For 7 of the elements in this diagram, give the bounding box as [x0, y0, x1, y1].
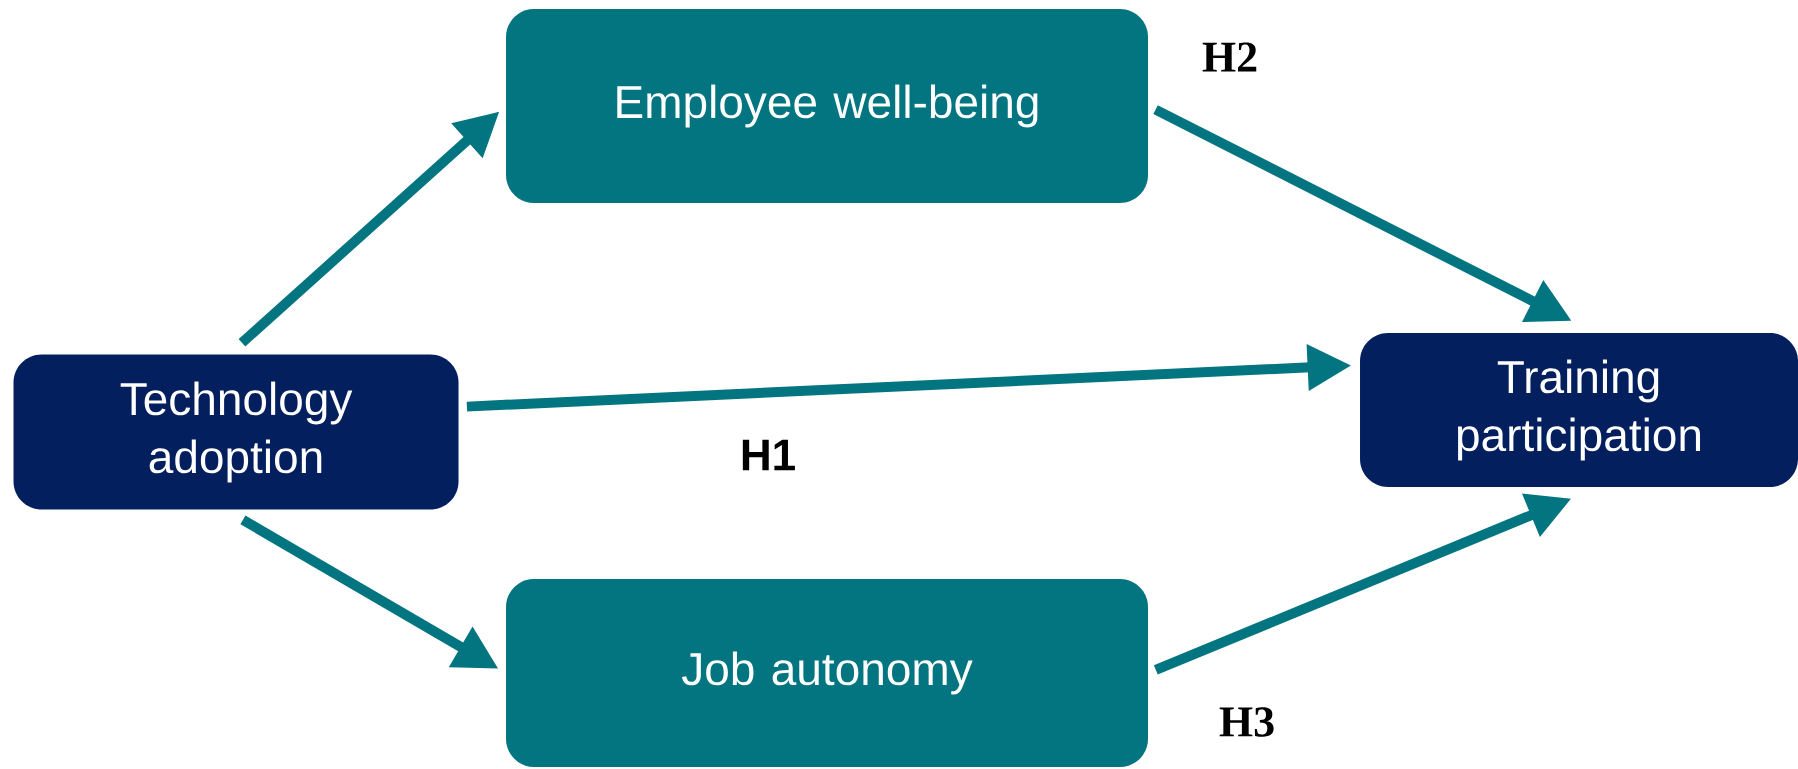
- edge-label: H3: [1219, 707, 1274, 737]
- edge-label: H2: [1202, 42, 1257, 72]
- process-box: Employee well-being: [506, 9, 1148, 203]
- edge-label: H1: [742, 439, 795, 471]
- process-box: Technology adoption: [13, 354, 459, 510]
- process-box: Job autonomy: [506, 579, 1148, 767]
- process-box: Training participation: [1360, 333, 1798, 487]
